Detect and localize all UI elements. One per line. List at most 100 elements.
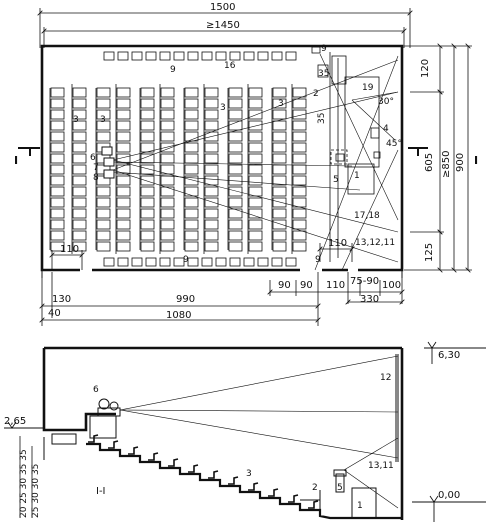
seat <box>204 120 219 131</box>
seat <box>160 208 175 219</box>
section-text: I-I 6,30 2,65 0,00 20 25 30 35 35 25 30 … <box>4 350 460 518</box>
tier-seat <box>248 482 259 491</box>
seat <box>184 142 199 153</box>
angle-30: 30° <box>378 97 394 107</box>
section-label-2: 2 <box>312 483 318 493</box>
seat <box>228 120 243 131</box>
section-title: I-I <box>96 486 106 497</box>
seat <box>50 98 65 109</box>
seat <box>140 98 155 109</box>
seat <box>116 197 131 208</box>
seat <box>116 109 131 120</box>
dim-100: 100 <box>382 280 401 291</box>
screen-zone <box>311 46 381 262</box>
seat <box>272 120 287 131</box>
seat <box>160 197 175 208</box>
seat <box>173 257 185 267</box>
seat <box>243 51 255 61</box>
tier-seat <box>128 446 139 455</box>
seat <box>72 131 87 142</box>
seat <box>72 175 87 186</box>
seat <box>272 208 287 219</box>
inner-dim-right <box>320 243 352 262</box>
dim-90-b: 90 <box>300 280 313 291</box>
seat <box>116 131 131 142</box>
seat <box>248 219 263 230</box>
seat <box>160 241 175 252</box>
seat <box>50 87 65 98</box>
seat <box>160 153 175 164</box>
seat <box>50 241 65 252</box>
seat <box>72 186 87 197</box>
seat <box>292 230 307 241</box>
dim-330: 330 <box>360 294 379 305</box>
seat <box>204 186 219 197</box>
seat <box>116 142 131 153</box>
seat <box>228 87 243 98</box>
seat <box>292 164 307 175</box>
seat <box>50 208 65 219</box>
plan-walls <box>40 44 404 278</box>
seat <box>140 186 155 197</box>
label-3-b: 3 <box>100 115 106 125</box>
seat <box>117 51 129 61</box>
seat <box>96 87 111 98</box>
dim-850: ≥850 <box>441 151 452 178</box>
seat <box>50 164 65 175</box>
projector <box>51 398 121 445</box>
seat <box>184 219 199 230</box>
seat <box>50 142 65 153</box>
dim-110: 110 <box>326 280 345 291</box>
tier-seat <box>208 470 219 479</box>
seat <box>248 230 263 241</box>
seat <box>229 51 241 61</box>
inner-dim-left <box>52 250 82 270</box>
seat <box>184 164 199 175</box>
seat <box>116 230 131 241</box>
seat <box>272 153 287 164</box>
seat <box>271 51 283 61</box>
seat <box>160 120 175 131</box>
seat <box>248 131 263 142</box>
seat <box>117 257 129 267</box>
seat <box>272 197 287 208</box>
seat <box>248 109 263 120</box>
dim-1080: 1080 <box>166 310 191 321</box>
seat <box>72 197 87 208</box>
label-3-a: 3 <box>73 115 79 125</box>
seat <box>140 164 155 175</box>
projector-ports <box>101 146 115 179</box>
dim-990: 990 <box>176 294 195 305</box>
section-screen <box>300 354 399 519</box>
seat <box>96 98 111 109</box>
label-9-c: 9 <box>183 255 189 265</box>
seat <box>72 241 87 252</box>
seat <box>228 109 243 120</box>
seat <box>272 175 287 186</box>
seat <box>204 87 219 98</box>
section-walls <box>42 346 404 520</box>
dim-900: 900 <box>455 153 466 172</box>
seat <box>140 208 155 219</box>
seat <box>272 164 287 175</box>
seat <box>159 51 171 61</box>
tier-heights-top: 20 25 30 35 35 <box>19 449 29 518</box>
label-8: 8 <box>93 173 99 183</box>
seat <box>72 142 87 153</box>
seat <box>96 197 111 208</box>
seat <box>272 230 287 241</box>
seat <box>228 241 243 252</box>
dim-605: 605 <box>424 153 435 172</box>
seat <box>243 257 255 267</box>
seat <box>140 175 155 186</box>
seat <box>184 109 199 120</box>
level-6-30: 6,30 <box>438 350 460 361</box>
seat <box>72 153 87 164</box>
seat <box>96 241 111 252</box>
seat <box>248 164 263 175</box>
dim-40: 40 <box>48 308 61 319</box>
seat <box>229 257 241 267</box>
seat <box>292 142 307 153</box>
seat <box>292 131 307 142</box>
